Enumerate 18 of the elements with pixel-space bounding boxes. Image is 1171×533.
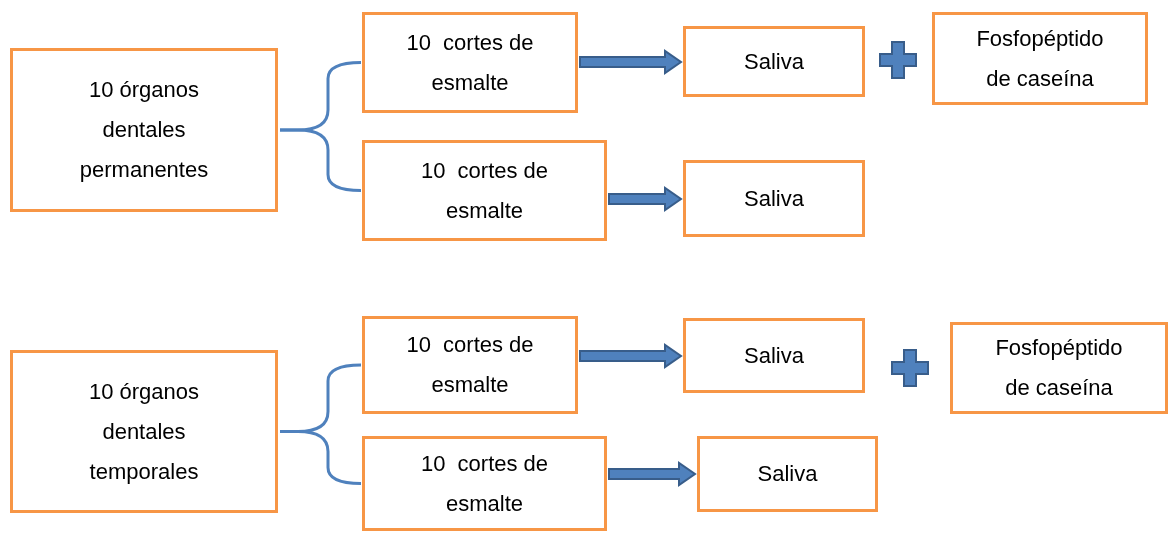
process-box: 10 órganos dentales permanentes bbox=[10, 48, 278, 212]
brace-connector bbox=[280, 128, 362, 192]
process-box: Saliva bbox=[683, 318, 865, 393]
process-box: Fosfopéptido de caseína bbox=[932, 12, 1148, 105]
block-arrow bbox=[608, 186, 683, 212]
process-box: Fosfopéptido de caseína bbox=[950, 322, 1168, 414]
process-box: Saliva bbox=[683, 26, 865, 97]
process-box: 10 cortes de esmalte bbox=[362, 140, 607, 241]
process-box: 10 cortes de esmalte bbox=[362, 436, 607, 531]
block-arrow bbox=[608, 461, 697, 487]
block-arrow bbox=[579, 343, 683, 369]
brace-connector bbox=[280, 430, 362, 485]
block-arrow bbox=[579, 49, 683, 75]
process-box: Saliva bbox=[683, 160, 865, 237]
process-box: 10 cortes de esmalte bbox=[362, 316, 578, 414]
process-box: 10 órganos dentales temporales bbox=[10, 350, 278, 513]
process-box: 10 cortes de esmalte bbox=[362, 12, 578, 113]
process-box: Saliva bbox=[697, 436, 878, 512]
